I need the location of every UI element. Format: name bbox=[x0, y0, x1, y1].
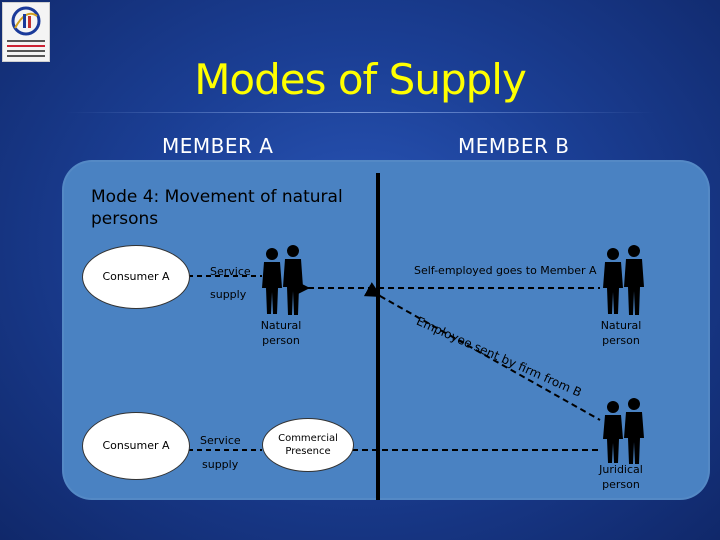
consumer-a-top: Consumer A bbox=[82, 245, 190, 309]
dti-logo-mark bbox=[11, 6, 41, 36]
commercial-presence: Commercial Presence bbox=[262, 418, 354, 472]
natural-person-right-label: Natural person bbox=[600, 319, 642, 347]
juridical-person-figure bbox=[603, 398, 644, 464]
natural-person-left-label: Natural person bbox=[260, 319, 302, 347]
natural-person-right-figure bbox=[603, 245, 644, 315]
consumer-a-bottom: Consumer A bbox=[82, 412, 190, 480]
slide-title: Modes of Supply bbox=[194, 55, 527, 104]
service-supply-top-label-1: Service bbox=[210, 265, 251, 278]
dti-logo bbox=[2, 2, 50, 62]
member-b-heading: MEMBER B bbox=[458, 134, 570, 158]
service-supply-bottom-label-2: supply bbox=[202, 458, 239, 471]
service-supply-bottom-label-1: Service bbox=[200, 434, 241, 447]
logo-text-lines bbox=[7, 40, 45, 60]
juridical-person-label: Juridical person bbox=[599, 463, 643, 491]
natural-person-left-figure bbox=[262, 245, 303, 315]
title-rule bbox=[65, 112, 655, 113]
member-divider bbox=[376, 173, 380, 500]
service-supply-top-label-2: supply bbox=[210, 288, 247, 301]
mode-heading: Mode 4: Movement of natural persons bbox=[91, 187, 343, 229]
self-employed-label: Self-employed goes to Member A bbox=[414, 264, 597, 277]
employee-sent-line bbox=[363, 282, 601, 421]
member-a-heading: MEMBER A bbox=[162, 134, 274, 158]
